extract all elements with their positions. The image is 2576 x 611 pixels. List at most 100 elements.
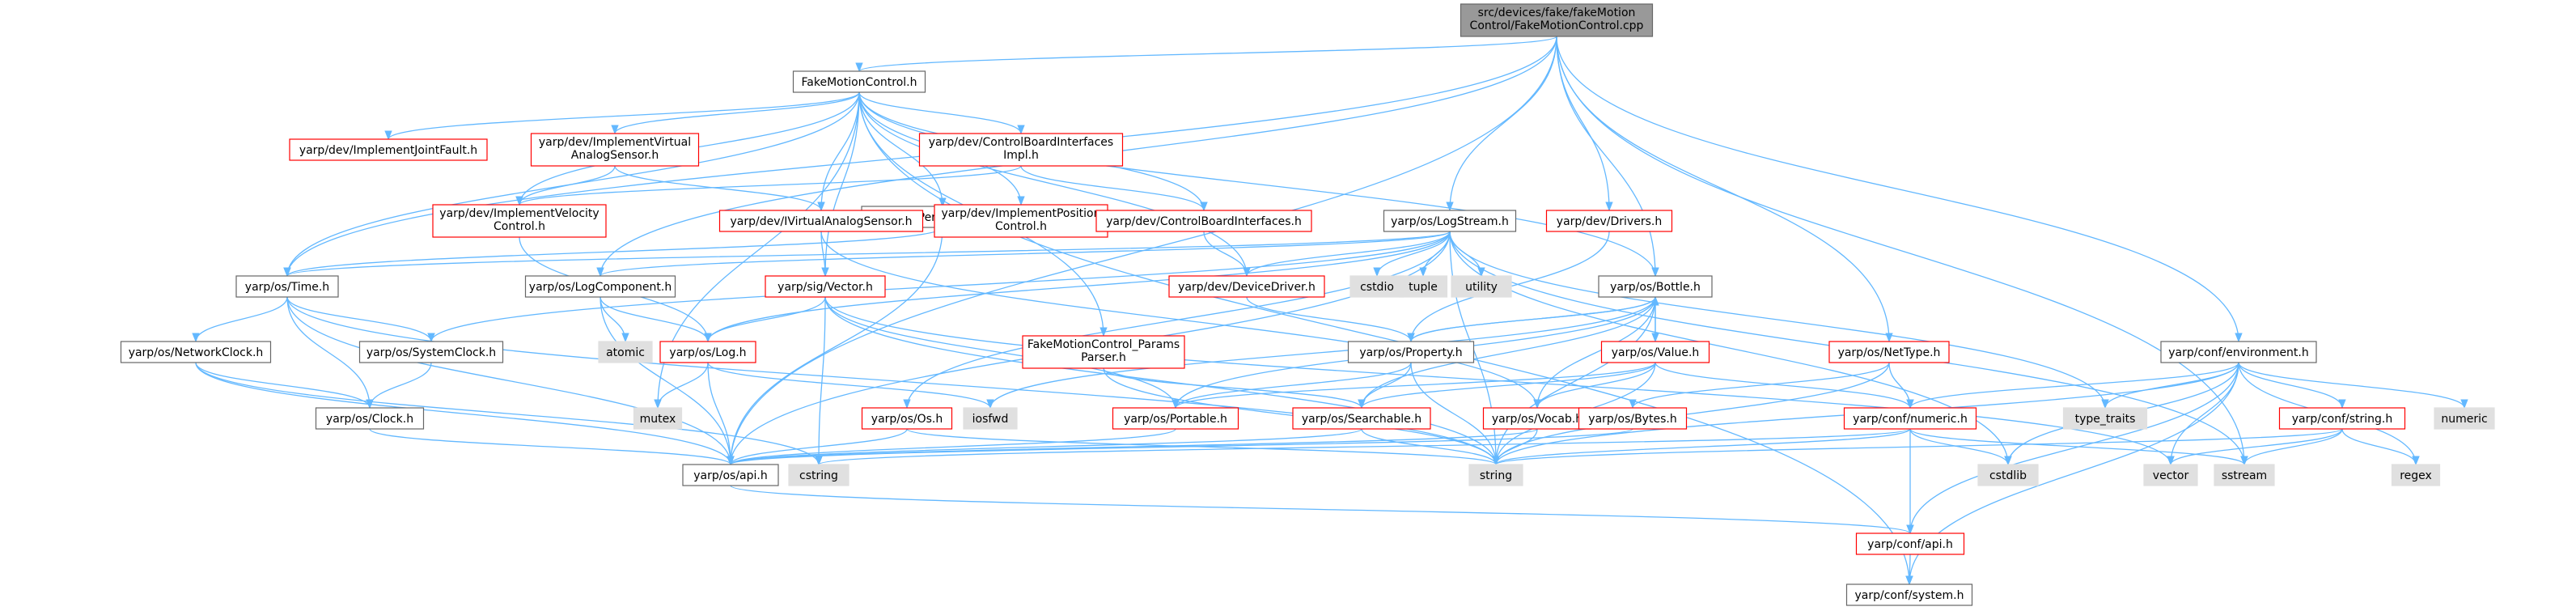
node-vector[interactable]: yarp/sig/Vector.h: [765, 275, 886, 298]
edge-vector-to-cstring: [815, 296, 826, 466]
edge-logstream-to-log: [704, 231, 1451, 343]
node-box-ipos: [934, 204, 1108, 238]
node-bottle[interactable]: yarp/os/Bottle.h: [1598, 275, 1713, 298]
node-numeric[interactable]: yarp/conf/numeric.h: [1843, 407, 1977, 430]
node-bytes[interactable]: yarp/os/Bytes.h: [1578, 407, 1688, 430]
edge-fmc_h-to-devdriver: [858, 91, 1251, 278]
node-api[interactable]: yarp/os/api.h: [682, 464, 779, 486]
node-label-api-0: yarp/os/api.h: [693, 469, 767, 482]
node-cbi[interactable]: yarp/dev/ControlBoardInterfaces.h: [1095, 210, 1312, 232]
node-label-jointfault-0: yarp/dev/ImplementJointFault.h: [299, 144, 477, 157]
node-box-numeric_std: [2434, 407, 2495, 430]
node-label-ipos-0: yarp/dev/ImplementPosition: [941, 207, 1100, 220]
node-logcomp[interactable]: yarp/os/LogComponent.h: [524, 275, 676, 298]
node-label-tuple-0: tuple: [1409, 281, 1438, 294]
node-label-bytes-0: yarp/os/Bytes.h: [1588, 413, 1676, 426]
node-sstream: sstream: [2214, 464, 2275, 486]
node-property[interactable]: yarp/os/Property.h: [1347, 341, 1475, 363]
node-numeric_std: numeric: [2434, 407, 2495, 430]
node-box-atomic: [598, 341, 653, 363]
edge-searchable-to-api: [727, 428, 1362, 466]
edge-logstream-to-logcomp: [596, 231, 1451, 278]
node-label-confapi-0: yarp/conf/api.h: [1867, 538, 1953, 551]
node-portable[interactable]: yarp/os/Portable.h: [1112, 407, 1239, 430]
node-netclock[interactable]: yarp/os/NetworkClock.h: [120, 341, 272, 363]
node-clock[interactable]: yarp/os/Clock.h: [315, 407, 425, 430]
node-label-numeric-0: yarp/conf/numeric.h: [1853, 413, 1968, 426]
node-devdriver[interactable]: yarp/dev/DeviceDriver.h: [1168, 275, 1325, 298]
edge-logstream-to-devdriver: [1243, 231, 1451, 278]
edge-env-to-type_traits: [2101, 362, 2239, 409]
node-fmc_h[interactable]: FakeMotionControl.h: [792, 70, 926, 93]
edge-cbi_impl-to-ivel: [515, 165, 1022, 206]
node-box-portable: [1112, 407, 1239, 430]
edge-time-to-netclock: [192, 296, 288, 343]
node-cstdio: cstdio: [1349, 275, 1405, 298]
node-atomic: atomic: [598, 341, 653, 363]
node-label-bottle-0: yarp/os/Bottle.h: [1610, 281, 1701, 294]
edge-logstream-to-time: [283, 231, 1451, 278]
edge-log-to-iosfwd: [707, 362, 994, 409]
edge-env-to-confapi: [1906, 362, 2239, 535]
node-box-iosfwd: [963, 407, 1018, 430]
edge-clock-to-api: [369, 428, 735, 466]
node-label-params-1: Parser.h: [1081, 351, 1126, 364]
node-label-utility-0: utility: [1465, 281, 1498, 294]
edge-sysclock-to-clock: [366, 362, 432, 409]
edge-params-to-searchable: [1103, 367, 1366, 409]
node-box-searchable: [1292, 407, 1431, 430]
edge-numeric-to-sstream: [1909, 428, 2248, 466]
node-searchable[interactable]: yarp/os/Searchable.h: [1292, 407, 1431, 430]
node-value[interactable]: yarp/os/Value.h: [1600, 341, 1710, 363]
edge-nettype-to-numeric: [1888, 362, 1914, 409]
node-label-cbi-0: yarp/dev/ControlBoardInterfaces.h: [1106, 215, 1302, 228]
node-box-cbi_impl: [918, 133, 1124, 167]
edge-logstream-to-osos: [903, 231, 1451, 409]
node-nettype[interactable]: yarp/os/NetType.h: [1828, 341, 1950, 363]
node-vocab[interactable]: yarp/os/Vocab.h: [1482, 407, 1592, 430]
node-confsystem[interactable]: yarp/conf/system.h: [1845, 583, 1973, 606]
node-log[interactable]: yarp/os/Log.h: [659, 341, 756, 363]
node-label-drivers-0: yarp/dev/Drivers.h: [1557, 215, 1662, 228]
node-drivers[interactable]: yarp/dev/Drivers.h: [1545, 210, 1673, 232]
edge-logstream-to-cstdio: [1373, 231, 1451, 278]
edge-string_h-to-regex: [2341, 428, 2420, 466]
node-label-numeric_std-0: numeric: [2441, 413, 2487, 426]
node-confapi[interactable]: yarp/conf/api.h: [1855, 533, 1965, 555]
node-label-cstdlib-0: cstdlib: [1989, 469, 2027, 482]
edge-ivirt-to-vector: [820, 231, 829, 278]
node-label-netclock-0: yarp/os/NetworkClock.h: [129, 346, 264, 359]
node-mutex: mutex: [633, 407, 683, 430]
node-logstream[interactable]: yarp/os/LogStream.h: [1383, 210, 1517, 232]
node-env[interactable]: yarp/conf/environment.h: [2160, 341, 2317, 363]
edge-env-to-string_h: [2238, 362, 2346, 409]
node-box-bottle: [1598, 275, 1713, 298]
node-ivirt[interactable]: yarp/dev/IVirtualAnalogSensor.h: [718, 210, 924, 232]
node-osos[interactable]: yarp/os/Os.h: [861, 407, 953, 430]
node-label-vector-0: yarp/sig/Vector.h: [777, 281, 873, 294]
edge-property-to-string: [1410, 362, 1500, 466]
node-box-cstdlib: [1977, 464, 2039, 486]
edge-string_h-to-string: [1492, 428, 2343, 466]
edge-bottle-to-searchable: [1358, 296, 1656, 409]
edge-vector-to-log: [704, 296, 826, 343]
node-box-drivers: [1545, 210, 1673, 232]
node-root[interactable]: src/devices/fake/fakeMotionControl/FakeM…: [1460, 3, 1654, 37]
node-label-mutex-0: mutex: [640, 413, 676, 426]
node-label-cbi_impl-0: yarp/dev/ControlBoardInterfaces: [929, 136, 1113, 149]
node-time[interactable]: yarp/os/Time.h: [235, 275, 339, 298]
edge-root-to-sstream: [1556, 36, 2248, 466]
edge-property-to-bottle: [1410, 295, 1659, 342]
node-string_h[interactable]: yarp/conf/string.h: [2278, 407, 2406, 430]
node-label-osos-0: yarp/os/Os.h: [871, 413, 943, 426]
node-label-logcomp-0: yarp/os/LogComponent.h: [529, 281, 672, 294]
edge-root-to-fmc_h: [855, 36, 1557, 73]
node-jointfault[interactable]: yarp/dev/ImplementJointFault.h: [289, 138, 488, 161]
node-label-searchable-0: yarp/os/Searchable.h: [1302, 413, 1421, 426]
node-sysclock[interactable]: yarp/os/SystemClock.h: [358, 341, 504, 363]
